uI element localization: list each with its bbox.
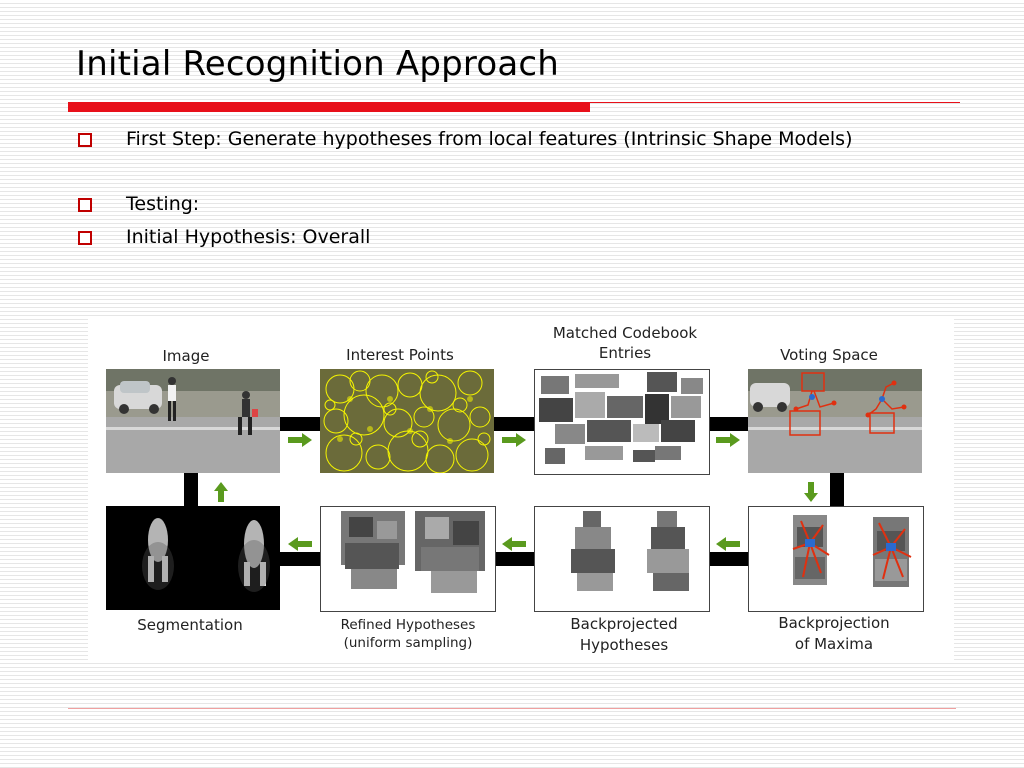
interest-points-image (320, 369, 494, 473)
refined-hypotheses-image (341, 511, 485, 593)
label-matched-codebook-line2: Entries (598, 344, 652, 362)
label-maxima-line2: of Maxima (794, 635, 874, 653)
bullet-text: Initial Hypothesis: Overall (126, 226, 371, 248)
up-arrow-icon (214, 482, 228, 502)
right-arrow-icon (502, 433, 526, 447)
label-backprojected-line2: Hypotheses (579, 636, 669, 654)
connector-bar (706, 417, 754, 431)
label-backprojected-line1: Backprojected (570, 615, 678, 633)
backprojected-hypotheses-panel (534, 506, 710, 612)
bullet-text: Testing: (126, 193, 200, 215)
connector-bar (706, 552, 754, 566)
backprojection-maxima-image (792, 515, 912, 587)
segmentation-panel (106, 506, 280, 610)
segmentation-image (106, 506, 280, 610)
label-maxima-line1: Backprojection (778, 614, 890, 632)
matched-codebook-panel (534, 369, 710, 475)
backprojected-hypotheses-image (571, 511, 689, 591)
codebook-patches-image (539, 372, 703, 464)
recognition-pipeline-figure: Image Interest Points Matched Codebook E… (88, 316, 954, 662)
right-arrow-icon (288, 433, 312, 447)
bullet-item: First Step: Generate hypotheses from loc… (76, 126, 946, 153)
bullet-square-icon (78, 133, 92, 147)
footer-rule (68, 708, 956, 709)
connector-bar (278, 552, 326, 566)
bullet-list: First Step: Generate hypotheses from loc… (76, 126, 946, 251)
voting-space-image (748, 369, 922, 473)
connector-bar (184, 472, 198, 508)
label-segmentation: Segmentation (137, 616, 243, 634)
bullet-square-icon (78, 231, 92, 245)
connector-bar (278, 417, 326, 431)
connector-bar (830, 472, 844, 508)
label-refined-line1: Refined Hypotheses (340, 617, 476, 633)
label-matched-codebook-line1: Matched Codebook (552, 324, 698, 342)
voting-space-panel (748, 369, 922, 473)
title-rule-thick (68, 102, 590, 112)
label-voting-space: Voting Space (780, 346, 878, 364)
bullet-square-icon (78, 198, 92, 212)
down-arrow-icon (804, 482, 818, 502)
left-arrow-icon (288, 537, 312, 551)
backprojection-maxima-panel (748, 506, 924, 612)
title-rule-thin (590, 102, 960, 103)
bullet-text: First Step: Generate hypotheses from loc… (126, 128, 853, 150)
street-scene-image (106, 369, 280, 473)
bullet-item: Initial Hypothesis: Overall (76, 224, 946, 251)
left-arrow-icon (716, 537, 740, 551)
label-refined-line2: (uniform sampling) (343, 635, 473, 651)
connector-bar (492, 417, 540, 431)
connector-bar (492, 552, 540, 566)
refined-hypotheses-panel (320, 506, 496, 612)
bullet-item: Testing: (76, 191, 946, 218)
left-arrow-icon (502, 537, 526, 551)
interest-points-panel (320, 369, 494, 473)
label-image: Image (162, 347, 210, 365)
right-arrow-icon (716, 433, 740, 447)
slide-title: Initial Recognition Approach (76, 44, 560, 84)
label-interest-points: Interest Points (346, 346, 454, 364)
image-panel (106, 369, 280, 473)
